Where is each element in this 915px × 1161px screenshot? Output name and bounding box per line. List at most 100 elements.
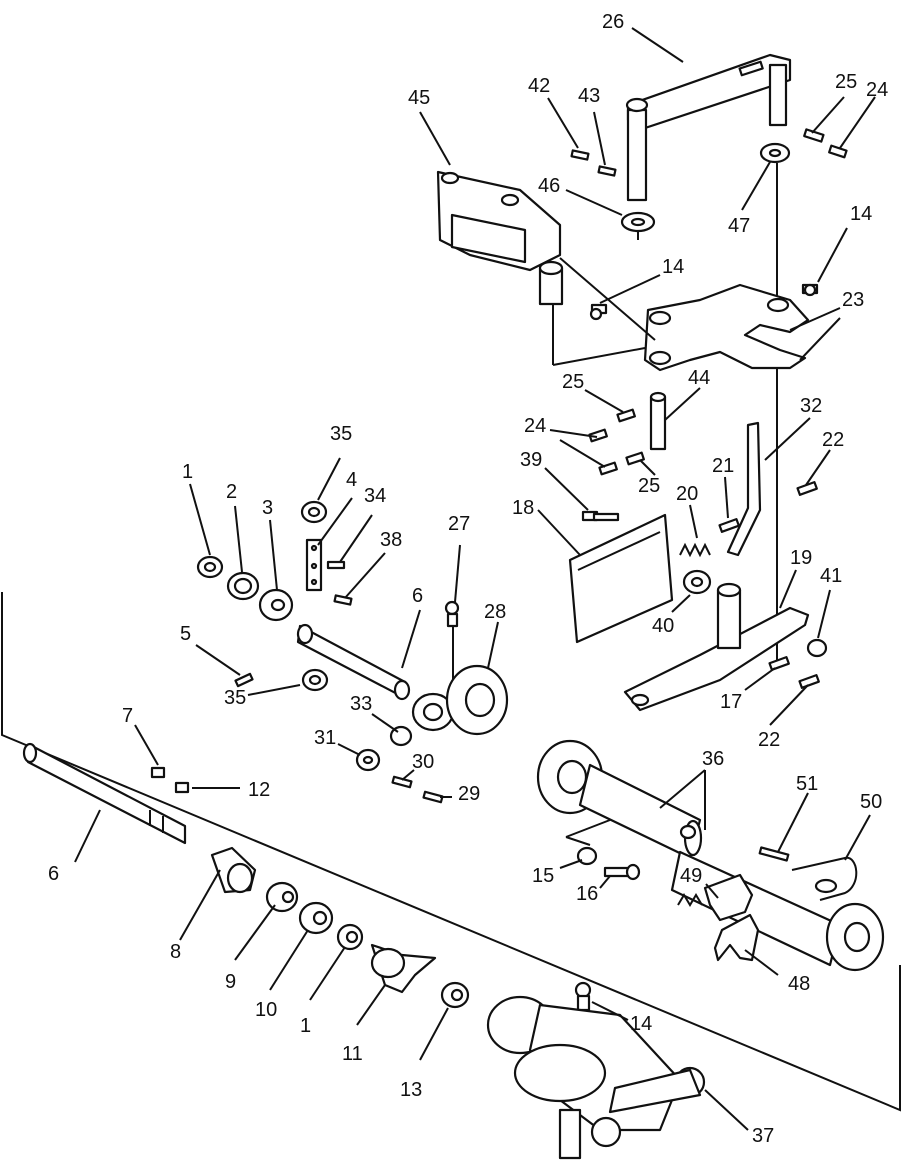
part-31-bushing (355, 748, 381, 772)
leader-1-lower (309, 946, 346, 1001)
leader-14-right (817, 227, 848, 283)
part-42-pin (570, 149, 590, 161)
leader-25-top (811, 96, 845, 134)
leader-10 (269, 929, 309, 991)
callout-46: 46 (538, 175, 560, 197)
leader-49 (705, 883, 719, 899)
part-9-bushing (265, 881, 299, 913)
part-39-bolt (581, 510, 620, 522)
leader-7 (134, 724, 159, 766)
part-24-pin-mid-b (598, 461, 618, 476)
part-24-pin-upper (828, 144, 848, 159)
part-49-spring-clip (677, 873, 754, 922)
part-21-pin (718, 518, 740, 533)
callout-14-lower: 14 (630, 1013, 652, 1035)
callout-32: 32 (800, 395, 822, 417)
callout-24-top: 24 (866, 79, 888, 101)
callout-20: 20 (676, 483, 698, 505)
leader-8 (179, 869, 221, 941)
part-36-tube (536, 739, 885, 972)
leader-26 (631, 27, 684, 63)
leader-11 (356, 984, 386, 1026)
leader-24-top (839, 96, 876, 149)
callout-8: 8 (170, 941, 181, 963)
part-45-yoke-bracket (436, 170, 564, 306)
leader-32 (764, 417, 811, 461)
part-11-sleeve (370, 943, 437, 994)
callout-50: 50 (860, 791, 882, 813)
callout-30: 30 (412, 751, 434, 773)
part-14-screw-left (589, 303, 608, 321)
part-29-pin (422, 790, 444, 804)
leader-1-upper (189, 483, 211, 556)
callout-45: 45 (408, 87, 430, 109)
part-16-bolt (603, 863, 641, 881)
callout-3: 3 (262, 497, 273, 519)
callout-1-lower: 1 (300, 1015, 311, 1037)
leader-3 (269, 519, 278, 591)
part-6-upper-shaft (296, 623, 411, 701)
part-22-pin-lower (798, 674, 820, 689)
part-48-latch (713, 913, 760, 962)
leader-25-mid (584, 389, 624, 413)
leader-35-upper (317, 457, 341, 501)
callout-22-lower: 22 (758, 729, 780, 751)
leader-24-mid (549, 429, 606, 468)
leader-41 (817, 589, 831, 639)
part-37-housing (486, 995, 706, 1160)
leader-46 (565, 189, 623, 216)
part-22-pin-upper (796, 481, 818, 496)
leader-14-lower (591, 1001, 629, 1021)
leader-33 (371, 713, 399, 733)
callout-19: 19 (790, 547, 812, 569)
part-15-washer (576, 846, 598, 866)
callout-42: 42 (528, 75, 550, 97)
leader-48 (744, 949, 779, 976)
callout-29: 29 (458, 783, 480, 805)
part-43-pin (597, 165, 617, 177)
leader-20 (689, 504, 698, 539)
callout-48: 48 (788, 973, 810, 995)
leader-51 (777, 792, 809, 853)
leader-23a (789, 307, 841, 331)
leader-21 (724, 476, 729, 519)
callout-18: 18 (512, 497, 534, 519)
leader-45 (419, 111, 451, 166)
leader-44 (664, 387, 701, 421)
callout-36: 36 (702, 748, 724, 770)
leader-18 (537, 509, 581, 556)
callout-16: 16 (576, 883, 598, 905)
callout-6-lower: 6 (48, 863, 59, 885)
callout-44: 44 (688, 367, 710, 389)
part-28-flange-hub (411, 664, 509, 736)
callout-4: 4 (346, 469, 357, 491)
callout-28: 28 (484, 601, 506, 623)
leader-30 (401, 769, 415, 781)
part-27-grease-fitting (444, 600, 460, 628)
part-19-lever (623, 582, 810, 712)
part-18-plate (568, 513, 674, 644)
callout-26: 26 (602, 11, 624, 33)
part-1-snap-ring-lower (336, 923, 364, 951)
callout-5: 5 (180, 623, 191, 645)
callout-43: 43 (578, 85, 600, 107)
callout-31: 31 (314, 727, 336, 749)
leader-47 (741, 161, 771, 211)
callout-34: 34 (364, 485, 386, 507)
part-32-rod (726, 421, 762, 557)
leader-22-lower (769, 684, 809, 726)
part-25-pin-mid (616, 408, 636, 423)
callout-21: 21 (712, 455, 734, 477)
callout-27: 27 (448, 513, 470, 535)
part-14-screw-right (801, 283, 819, 297)
leader-23b (799, 317, 841, 361)
leader-27 (454, 544, 461, 603)
leader-14-left (599, 274, 661, 304)
part-10-coupling (298, 901, 334, 935)
leader-6-upper (401, 609, 421, 669)
part-20-spring (679, 542, 711, 558)
leader-15 (559, 859, 583, 869)
part-17-pin (768, 656, 790, 671)
part-12-key (174, 781, 190, 794)
